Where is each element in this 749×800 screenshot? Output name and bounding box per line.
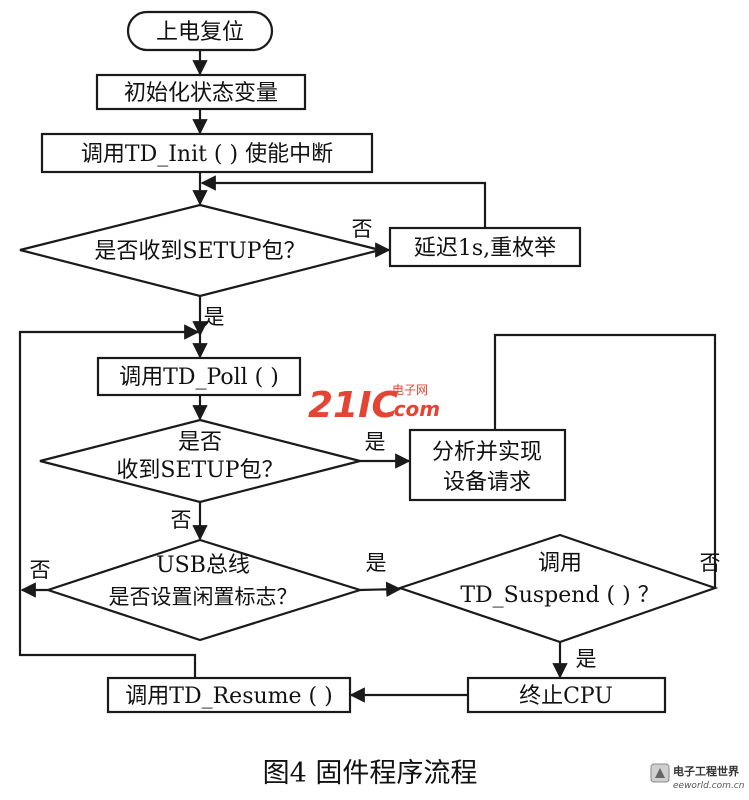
usb-idle-decision: USB总线 是否设置闲置标志？	[44, 538, 364, 642]
delay-label: 延迟1s,重枚举	[414, 236, 556, 261]
halt-node: 终止CPU	[466, 676, 667, 714]
analyze-line1: 分析并实现	[432, 440, 542, 465]
start-node: 上电复位	[126, 10, 274, 52]
figure-caption: 图4 固件程序流程	[263, 758, 478, 789]
label-setup1-no: 否	[352, 217, 373, 241]
delay-node: 延迟1s,重枚举	[388, 226, 582, 268]
edge-delay-loop	[200, 175, 487, 228]
edge-resume-loop	[18, 324, 200, 678]
td-poll-label: 调用TD_Poll ( )	[119, 365, 279, 390]
td-init-label: 调用TD_Init ( ) 使能中断	[81, 142, 333, 167]
check-setup-2-line1: 是否	[178, 430, 222, 455]
start-label: 上电复位	[156, 20, 244, 45]
label-setup2-no: 否	[171, 508, 192, 532]
halt-label: 终止CPU	[519, 684, 613, 709]
td-init-node: 调用TD_Init ( ) 使能中断	[40, 132, 374, 174]
check-setup-2-decision: 是否 收到SETUP包？	[39, 418, 361, 504]
analyze-node: 分析并实现 设备请求	[408, 428, 567, 502]
usb-idle-line1: USB总线	[156, 553, 250, 578]
td-resume-label: 调用TD_Resume ( )	[125, 684, 332, 709]
check-setup-1-label: 是否收到SETUP包？	[94, 239, 305, 264]
init-label: 初始化状态变量	[124, 81, 278, 106]
watermark-domain: .com	[386, 397, 440, 421]
watermark-site-cn: 电子网	[392, 383, 428, 397]
td-poll-node: 调用TD_Poll ( )	[96, 356, 302, 397]
label-idle-yes: 是	[366, 551, 387, 575]
edge-idle-yes	[359, 581, 402, 598]
logo-url: eeworld.com.cn	[673, 781, 745, 791]
td-resume-node: 调用TD_Resume ( )	[106, 676, 352, 714]
edge-analyze-suspend-loop	[493, 333, 717, 588]
label-idle-no: 否	[30, 558, 51, 582]
watermark-21ic: 21IC 电子网 .com	[308, 383, 440, 426]
suspend-line1: 调用	[538, 551, 582, 576]
label-setup2-yes: 是	[365, 430, 386, 454]
eeworld-logo-icon	[650, 763, 670, 783]
suspend-decision: 调用 TD_Suspend ( ) ？	[396, 533, 719, 644]
watermark-brand: 21IC	[308, 385, 398, 426]
label-setup1-yes: 是	[204, 305, 225, 329]
check-setup-2-line2: 收到SETUP包？	[116, 458, 283, 483]
usb-idle-line2: 是否设置闲置标志？	[109, 585, 298, 609]
logo-name: 电子工程世界	[673, 764, 739, 778]
analyze-line2: 设备请求	[443, 470, 531, 495]
init-node: 初始化状态变量	[95, 73, 307, 111]
suspend-line2: TD_Suspend ( ) ？	[460, 583, 659, 608]
label-suspend-yes: 是	[576, 647, 597, 671]
label-suspend-no: 否	[700, 551, 721, 575]
check-setup-1-decision: 是否收到SETUP包？	[19, 203, 381, 298]
eeworld-logo: 电子工程世界 eeworld.com.cn	[650, 763, 745, 791]
